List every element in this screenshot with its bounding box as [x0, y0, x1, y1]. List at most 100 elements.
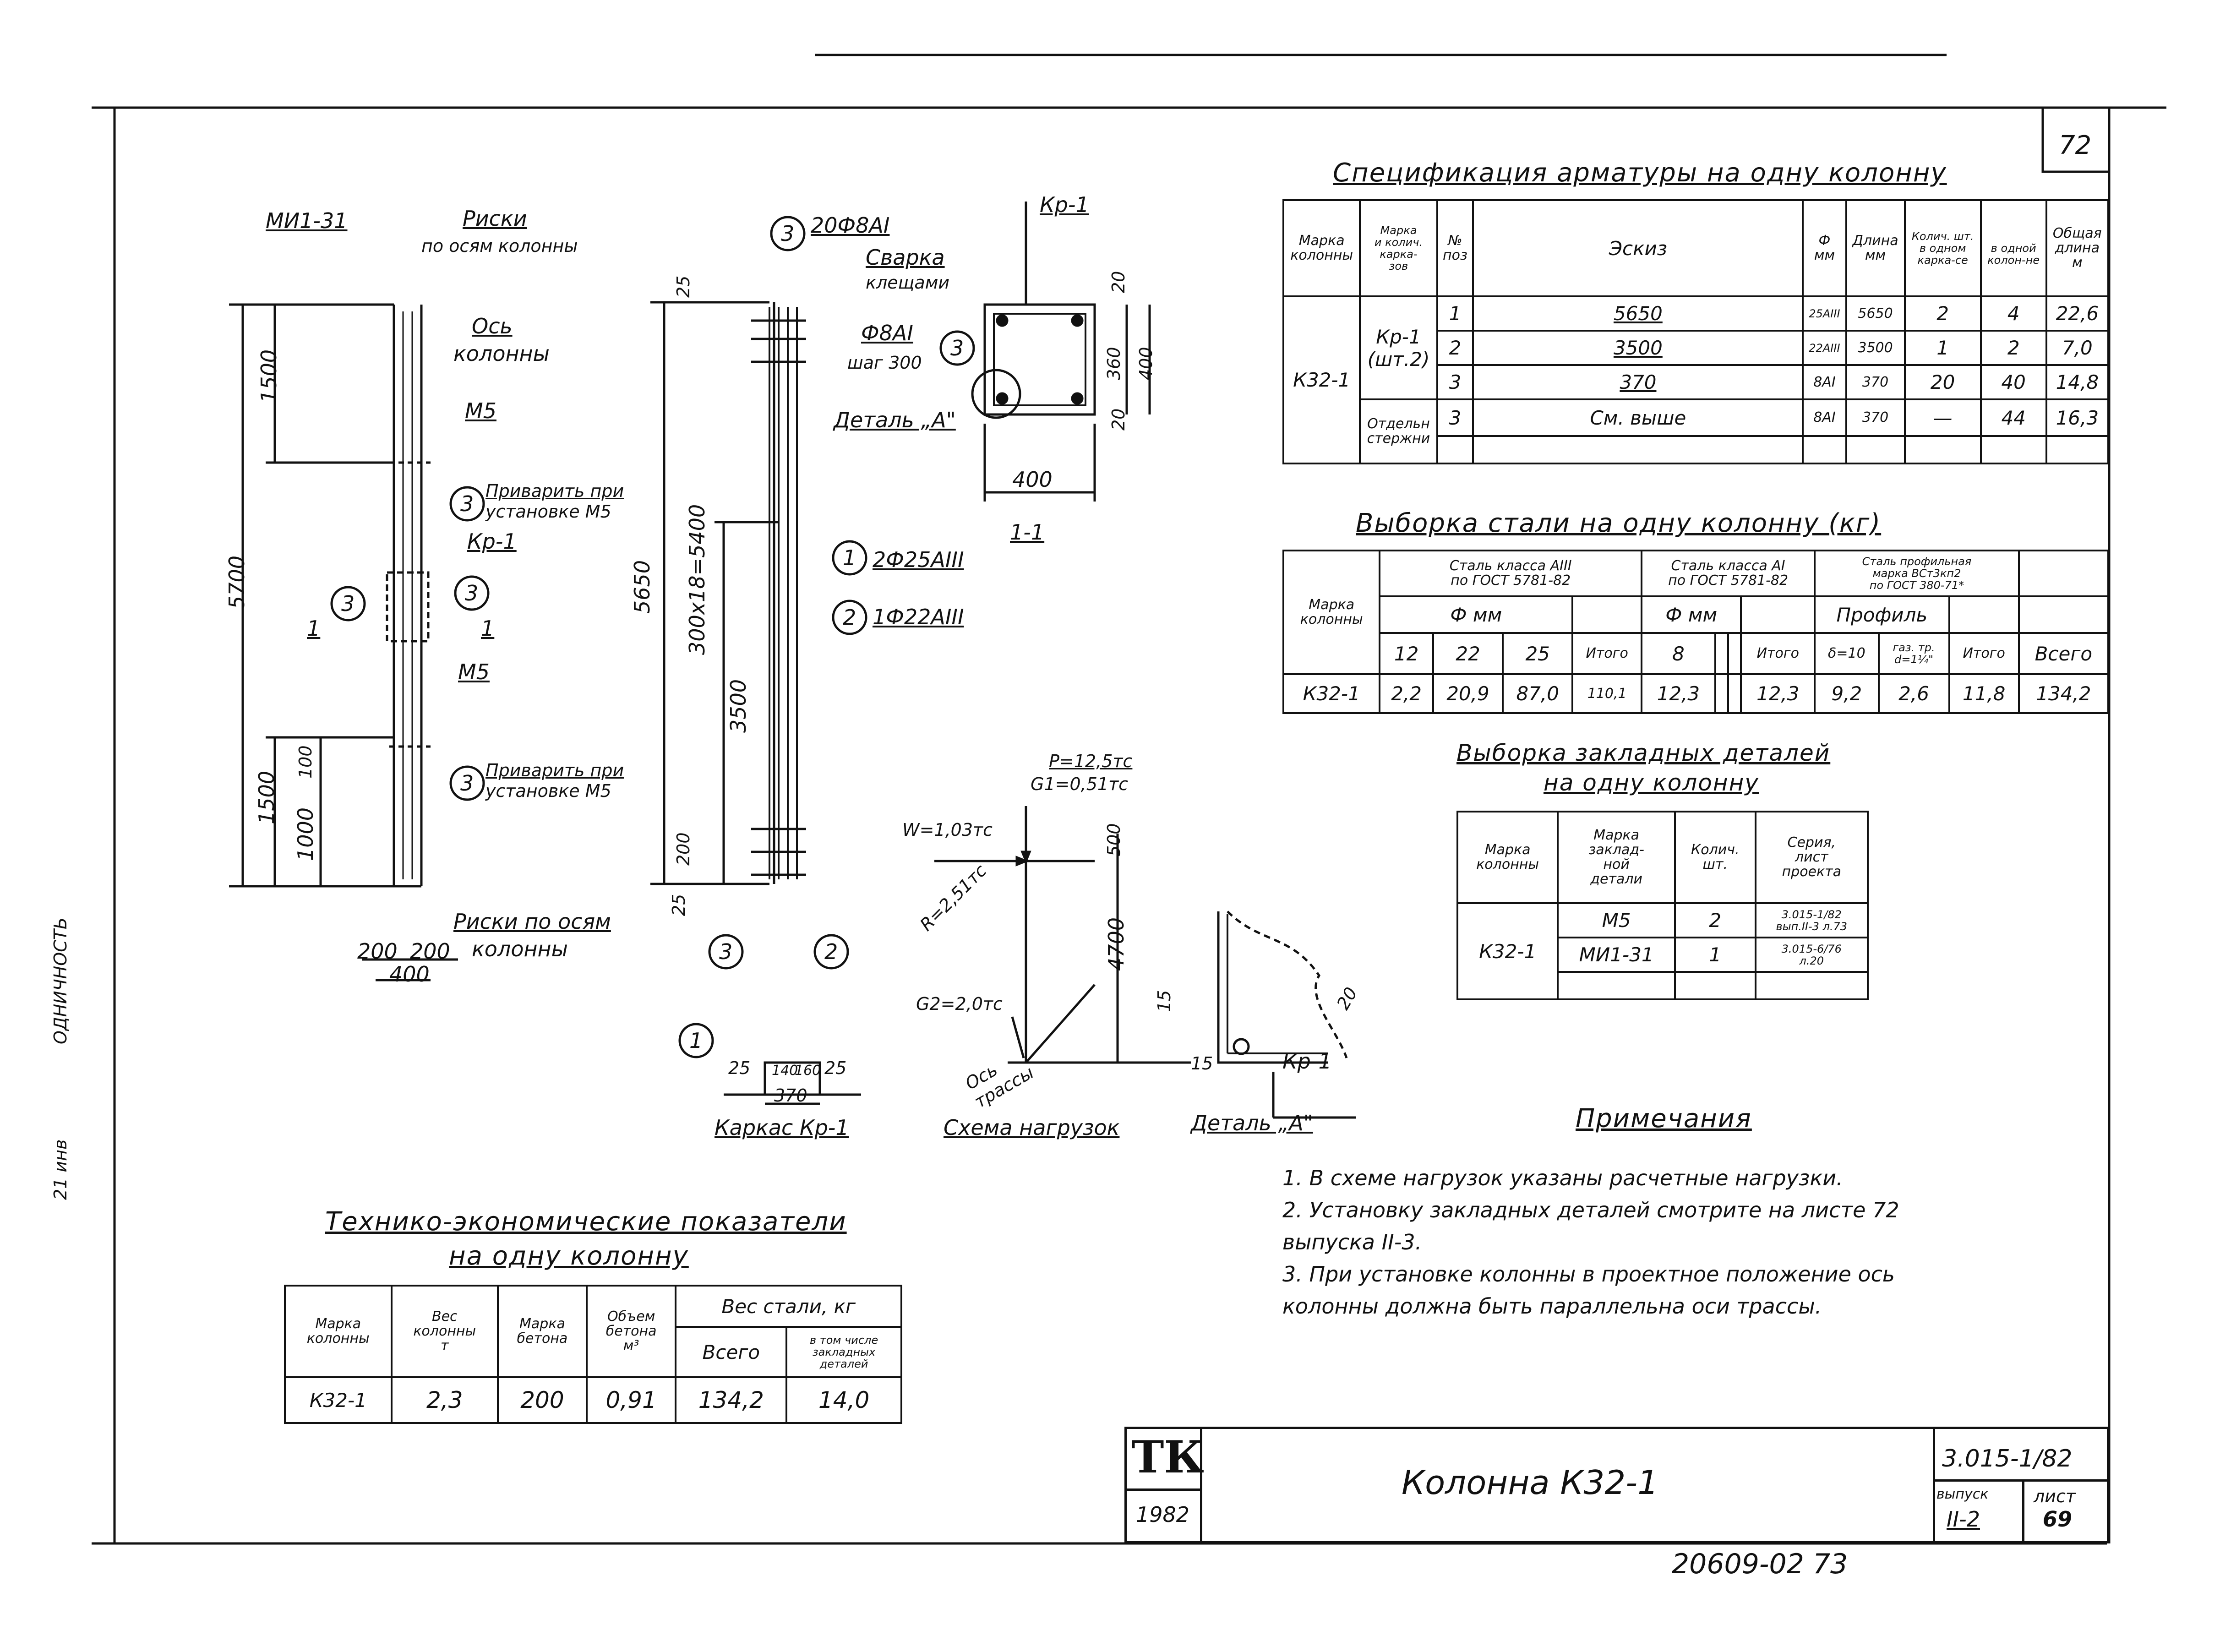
tech-row-beton: 200: [497, 1376, 588, 1424]
dim-140: 140: [772, 1063, 798, 1079]
pos-2-karkas: 2: [824, 939, 838, 964]
steel-h-8: 8: [1641, 632, 1716, 675]
pos-3-right: 3: [465, 581, 479, 605]
steel-row-mark: К32-1: [1282, 673, 1381, 714]
pos-1-karkas: 1: [689, 1028, 703, 1053]
steel-row-d10: 9,2: [1814, 673, 1880, 714]
dim-300x18: 300х18=5400: [685, 504, 709, 655]
steel-h-vsego: Всего: [2018, 632, 2110, 675]
dim-370: 370: [774, 1085, 807, 1106]
spec-row-1-q2: 2: [1980, 330, 2047, 366]
side-stamp-2: 21 инв: [50, 1139, 71, 1200]
spec-row-0-phi: 25АIII: [1802, 295, 1847, 332]
spec-row-0-total: 22,6: [2045, 295, 2110, 332]
spec-row-3-eskiz: См. выше: [1472, 398, 1804, 437]
label-m5-bottom: М5: [458, 660, 490, 684]
spec-row-2-phi: 8АI: [1802, 364, 1847, 400]
steel-h-itogo1: Итого: [1571, 632, 1643, 675]
spec-row-2-len: 370: [1845, 364, 1906, 400]
label-kp1-column: Кр-1: [467, 529, 517, 554]
dim-360: 360: [1104, 347, 1124, 380]
dim-200-left: 200: [357, 939, 398, 964]
title-block: [1124, 1427, 2109, 1543]
note-line-1: 1. В схеме нагрузок указаны расчетные на…: [1282, 1166, 1843, 1190]
spec-row-2-q1: 20: [1904, 364, 1982, 400]
steel-row-25: 87,0: [1502, 673, 1574, 714]
tech-row-mark: К32-1: [284, 1376, 393, 1424]
tech-title-b: на одну колонну: [449, 1241, 689, 1271]
note-line-3: выпуска II-3.: [1282, 1230, 1422, 1254]
steel-h-profile: Профиль: [1814, 595, 1950, 634]
spec-row-3-q2: 44: [1980, 398, 2047, 437]
embedded-title-a: Выборка закладных деталей: [1456, 740, 1831, 766]
label-svarka-a: Сварка: [866, 245, 945, 270]
pos-1-frame: 1: [843, 545, 856, 570]
section-mark-right: 1: [481, 616, 495, 641]
pos-3-karkas: 3: [719, 939, 733, 964]
detail-a-title: Деталь „А": [1191, 1111, 1313, 1135]
spec-row-1-phi: 22АIII: [1802, 330, 1847, 366]
steel-h-d10: δ=10: [1814, 632, 1880, 675]
label-riski-bottom-b: колонны: [472, 937, 568, 961]
spec-row-0-pos: 1: [1436, 295, 1474, 332]
steel-row-itogo2: 12,3: [1740, 673, 1816, 714]
dim-400-section-h: 400: [1012, 467, 1053, 492]
label-riski-sub: по осям колонны: [421, 236, 578, 256]
dim-15-b: 15: [1191, 1053, 1213, 1074]
steel-h-25: 25: [1502, 632, 1574, 675]
emb-row-0-qty: 2: [1674, 902, 1756, 938]
label-kp1-detail: Кр-1: [1282, 1049, 1332, 1074]
label-os-sub: колонны: [453, 341, 550, 366]
spec-row-2-total: 14,8: [2045, 364, 2110, 400]
dim-25-bottom: 25: [669, 894, 689, 916]
dim-1500-bottom: 1500: [254, 770, 279, 824]
spec-row-1-pos: 2: [1436, 330, 1474, 366]
spec-row-3-len: 370: [1845, 398, 1906, 437]
dim-100: 100: [295, 745, 316, 779]
title-block-divider-5: [1124, 1488, 1200, 1491]
label-m5-top: М5: [465, 398, 496, 423]
steel-h-12: 12: [1379, 632, 1434, 675]
spec-karkas: Кр-1(шт.2): [1359, 295, 1438, 400]
spec-row-3-q1: —: [1904, 398, 1982, 437]
steel-row-itogo1: 110,1: [1571, 673, 1643, 714]
dim-400-section-v: 400: [1136, 347, 1156, 380]
dim-25-top: 25: [673, 275, 693, 298]
tech-title-a: Технико-экономические показатели: [325, 1207, 847, 1237]
dim-25-karkas-a: 25: [728, 1058, 751, 1078]
dim-20-b: 20: [1108, 271, 1129, 293]
spec-row-1-q1: 1: [1904, 330, 1982, 366]
section-title-1-1: 1-1: [1010, 520, 1045, 545]
label-bar2: 1Ф22АIII: [873, 605, 964, 629]
embedded-title-b: на одну колонну: [1544, 769, 1759, 796]
load-g1: G1=0,51тс: [1031, 774, 1129, 794]
label-bar1: 2Ф25АIII: [873, 547, 964, 572]
title-series: 3.015-1/82: [1942, 1445, 2073, 1472]
steel-h-pipe: газ. тр.d=1¼": [1877, 632, 1950, 675]
load-w: W=1,03тс: [902, 820, 993, 840]
label-weld1-a: Приварить при: [485, 481, 624, 501]
spec-row-0-q2: 4: [1980, 295, 2047, 332]
tech-h-vsego: Всего: [675, 1326, 788, 1378]
section-mark-left: 1: [307, 616, 321, 641]
tech-row-obem: 0,91: [585, 1376, 677, 1424]
emb-row-0-det: М5: [1557, 902, 1676, 938]
label-rebar-b: шаг 300: [847, 353, 922, 373]
label-detail-a-ref: Деталь „А": [834, 408, 956, 432]
label-riski: Риски: [463, 206, 527, 231]
